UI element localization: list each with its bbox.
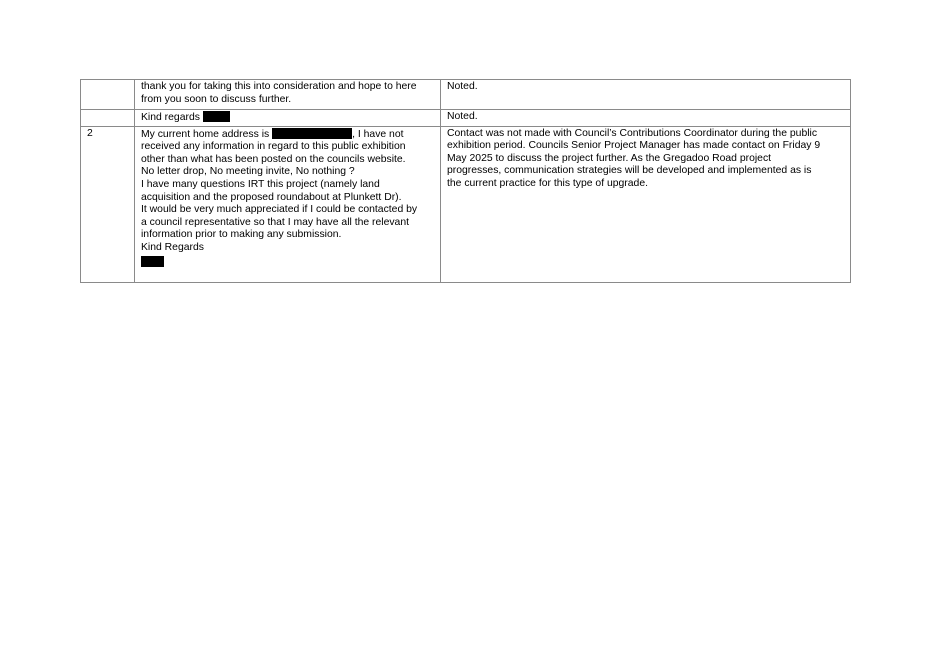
submission-line: other than what has been posted on the c… <box>141 153 406 165</box>
submission-text-cell: My current home address is , I have not … <box>134 125 441 283</box>
table-row: thank you for taking this into considera… <box>80 79 851 110</box>
submissions-table-region: thank you for taking this into considera… <box>80 79 851 283</box>
sign-off-text: Kind regards <box>141 112 200 123</box>
submission-number-cell <box>80 109 135 127</box>
response-cell: Noted. <box>440 79 851 110</box>
submission-line: information prior to making any submissi… <box>141 229 342 241</box>
submission-line <box>141 255 434 270</box>
submission-line: acquisition and the proposed roundabout … <box>141 191 402 203</box>
submission-line: received any information in regard to th… <box>141 141 406 153</box>
redaction-block <box>272 127 353 139</box>
address-lead-text: My current home address is <box>141 128 270 140</box>
submission-line: My current home address is , I have not <box>141 127 434 142</box>
submission-line: Kind regards <box>141 111 434 125</box>
submission-number-cell: 2 <box>80 125 135 283</box>
submission-line: It would be very much appreciated if I c… <box>141 204 418 216</box>
submission-number-cell <box>80 79 135 110</box>
response-line: exhibition period. Councils Senior Proje… <box>447 140 821 152</box>
redaction-block <box>202 111 230 122</box>
submission-line: a council representative so that I may h… <box>141 216 409 228</box>
submission-line: thank you for taking this into considera… <box>141 81 417 92</box>
response-line: the current practice for this type of up… <box>447 177 648 189</box>
submission-line: from you soon to discuss further. <box>141 93 292 105</box>
submission-line: No letter drop, No meeting invite, No no… <box>141 166 355 178</box>
submission-text-cell: Kind regards <box>134 109 441 127</box>
table-row: 2 My current home address is , I have no… <box>80 125 851 283</box>
response-cell: Noted. <box>440 109 851 127</box>
response-cell: Contact was not made with Council’s Cont… <box>440 125 851 283</box>
submission-text-cell: thank you for taking this into considera… <box>134 79 441 110</box>
address-tail-text: , I have not <box>352 128 404 140</box>
submissions-table: thank you for taking this into considera… <box>80 79 851 283</box>
response-line: May 2025 to discuss the project further.… <box>447 152 772 164</box>
table-row: Kind regards Noted. <box>80 109 851 127</box>
submission-line: Kind Regards <box>141 241 204 253</box>
redaction-block <box>141 255 164 267</box>
submission-line: I have many questions IRT this project (… <box>141 178 380 190</box>
response-line: progresses, communication strategies wil… <box>447 165 812 177</box>
response-line: Contact was not made with Council’s Cont… <box>447 127 818 139</box>
